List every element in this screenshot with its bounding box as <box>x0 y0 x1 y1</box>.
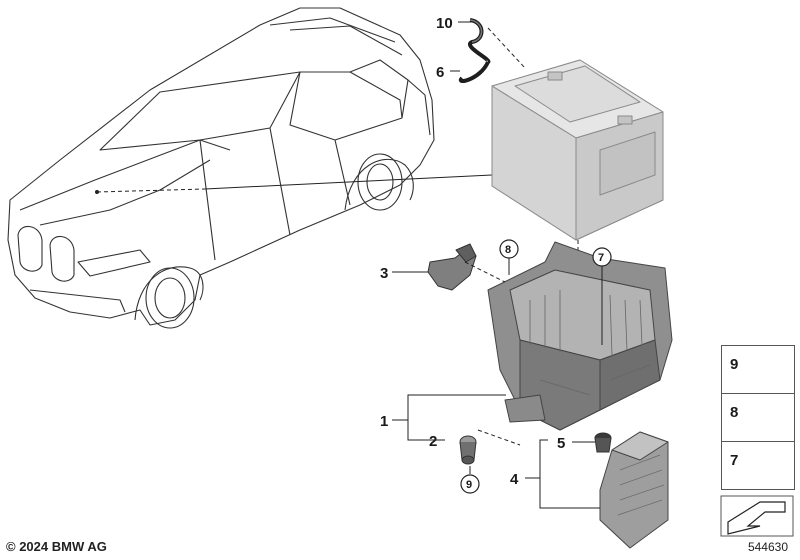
callout-6: 6 <box>436 64 444 81</box>
callout-8-circle: 8 <box>499 239 519 275</box>
buffer-part <box>594 432 612 453</box>
battery-tray <box>487 241 673 431</box>
callout-5: 5 <box>557 435 565 452</box>
vehicle-outline <box>7 7 435 329</box>
bracket-part <box>427 243 477 291</box>
legend-number: 7 <box>730 452 739 469</box>
legend-number: 8 <box>730 404 739 421</box>
bracket-leader <box>464 261 506 283</box>
battery <box>491 59 664 241</box>
callout-7-circle: 7 <box>592 247 612 345</box>
diagram-number: 544630 <box>747 540 788 554</box>
nut-part <box>459 435 477 465</box>
heat-shield <box>599 431 669 549</box>
callout-1: 1 <box>380 413 388 430</box>
callout-10: 10 <box>436 15 453 32</box>
copyright-text: © 2024 BMW AG <box>6 539 107 554</box>
callout-8: 8 <box>505 244 511 256</box>
callout-bracket-lines <box>392 394 600 509</box>
legend-box-7: 7 <box>721 441 795 490</box>
legend-box-9: 9 <box>721 345 795 394</box>
hose-leader <box>487 27 526 69</box>
callout-7: 7 <box>598 252 604 264</box>
legend-number: 9 <box>730 356 739 373</box>
vent-hose <box>458 18 491 83</box>
callout-3: 3 <box>380 265 388 282</box>
callout-2: 2 <box>429 433 437 450</box>
callout-9: 9 <box>466 479 472 491</box>
vehicle-leader-line <box>95 174 493 194</box>
callout-9-circle: 9 <box>460 474 480 494</box>
nut-leader <box>477 429 521 446</box>
callout-4: 4 <box>510 471 519 488</box>
direction-arrow-icon <box>720 495 794 537</box>
legend-box-8: 8 <box>721 393 795 442</box>
